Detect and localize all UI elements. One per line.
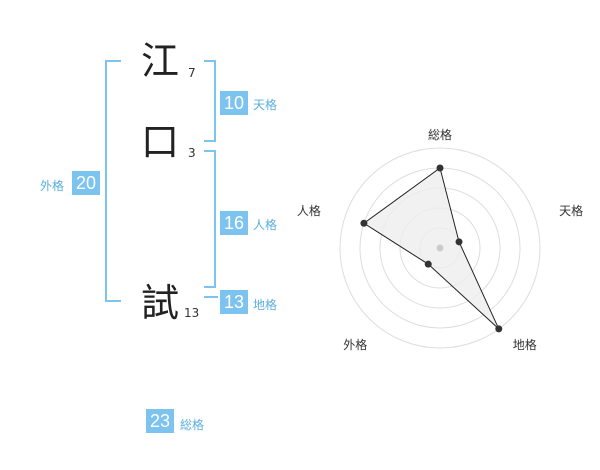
radar-axis-label-4: 外格: [343, 337, 367, 352]
radar-point-3: [495, 325, 503, 333]
radar-axis-label-5: 人格: [297, 203, 321, 218]
gaikaku-label: 外格: [40, 179, 65, 193]
jinkaku-bracket: [204, 150, 216, 288]
radar-grid-ring: [339, 147, 541, 349]
chikaku-bracket-line: [204, 296, 218, 298]
tenkaku-bracket: [204, 60, 216, 142]
radar-point-1: [436, 164, 444, 172]
name-char-3: 試: [141, 281, 180, 325]
radar-point-4: [424, 260, 432, 268]
chikaku-label: 地格: [253, 298, 278, 312]
chikaku-value: 13: [220, 290, 248, 314]
radar-point-5: [360, 219, 368, 227]
tenkaku-label: 天格: [253, 98, 278, 112]
radar-axis-label-2: 天格: [559, 203, 583, 218]
tenkaku-value: 10: [220, 91, 248, 115]
jinkaku-label: 人格: [253, 218, 278, 232]
radar-axis-label-3: 地格: [513, 337, 537, 352]
jinkaku-value: 16: [220, 211, 248, 235]
name-char-1: 江: [141, 39, 180, 83]
gaikaku-value: 20: [72, 171, 100, 195]
radar-axis-label-1: 総格: [428, 127, 452, 142]
stroke-count-1: 7: [188, 66, 196, 80]
soukaku-label: 総格: [180, 418, 205, 432]
stroke-count-3: 13: [184, 306, 200, 320]
radar-point-2: [455, 238, 463, 246]
stroke-count-2: 3: [188, 146, 196, 160]
radar-series-polygon: [363, 167, 500, 330]
radar-center-dot: [436, 244, 444, 252]
name-char-2: 口: [141, 120, 180, 164]
soukaku-value: 23: [146, 409, 174, 433]
gaikaku-bracket: [105, 60, 121, 302]
